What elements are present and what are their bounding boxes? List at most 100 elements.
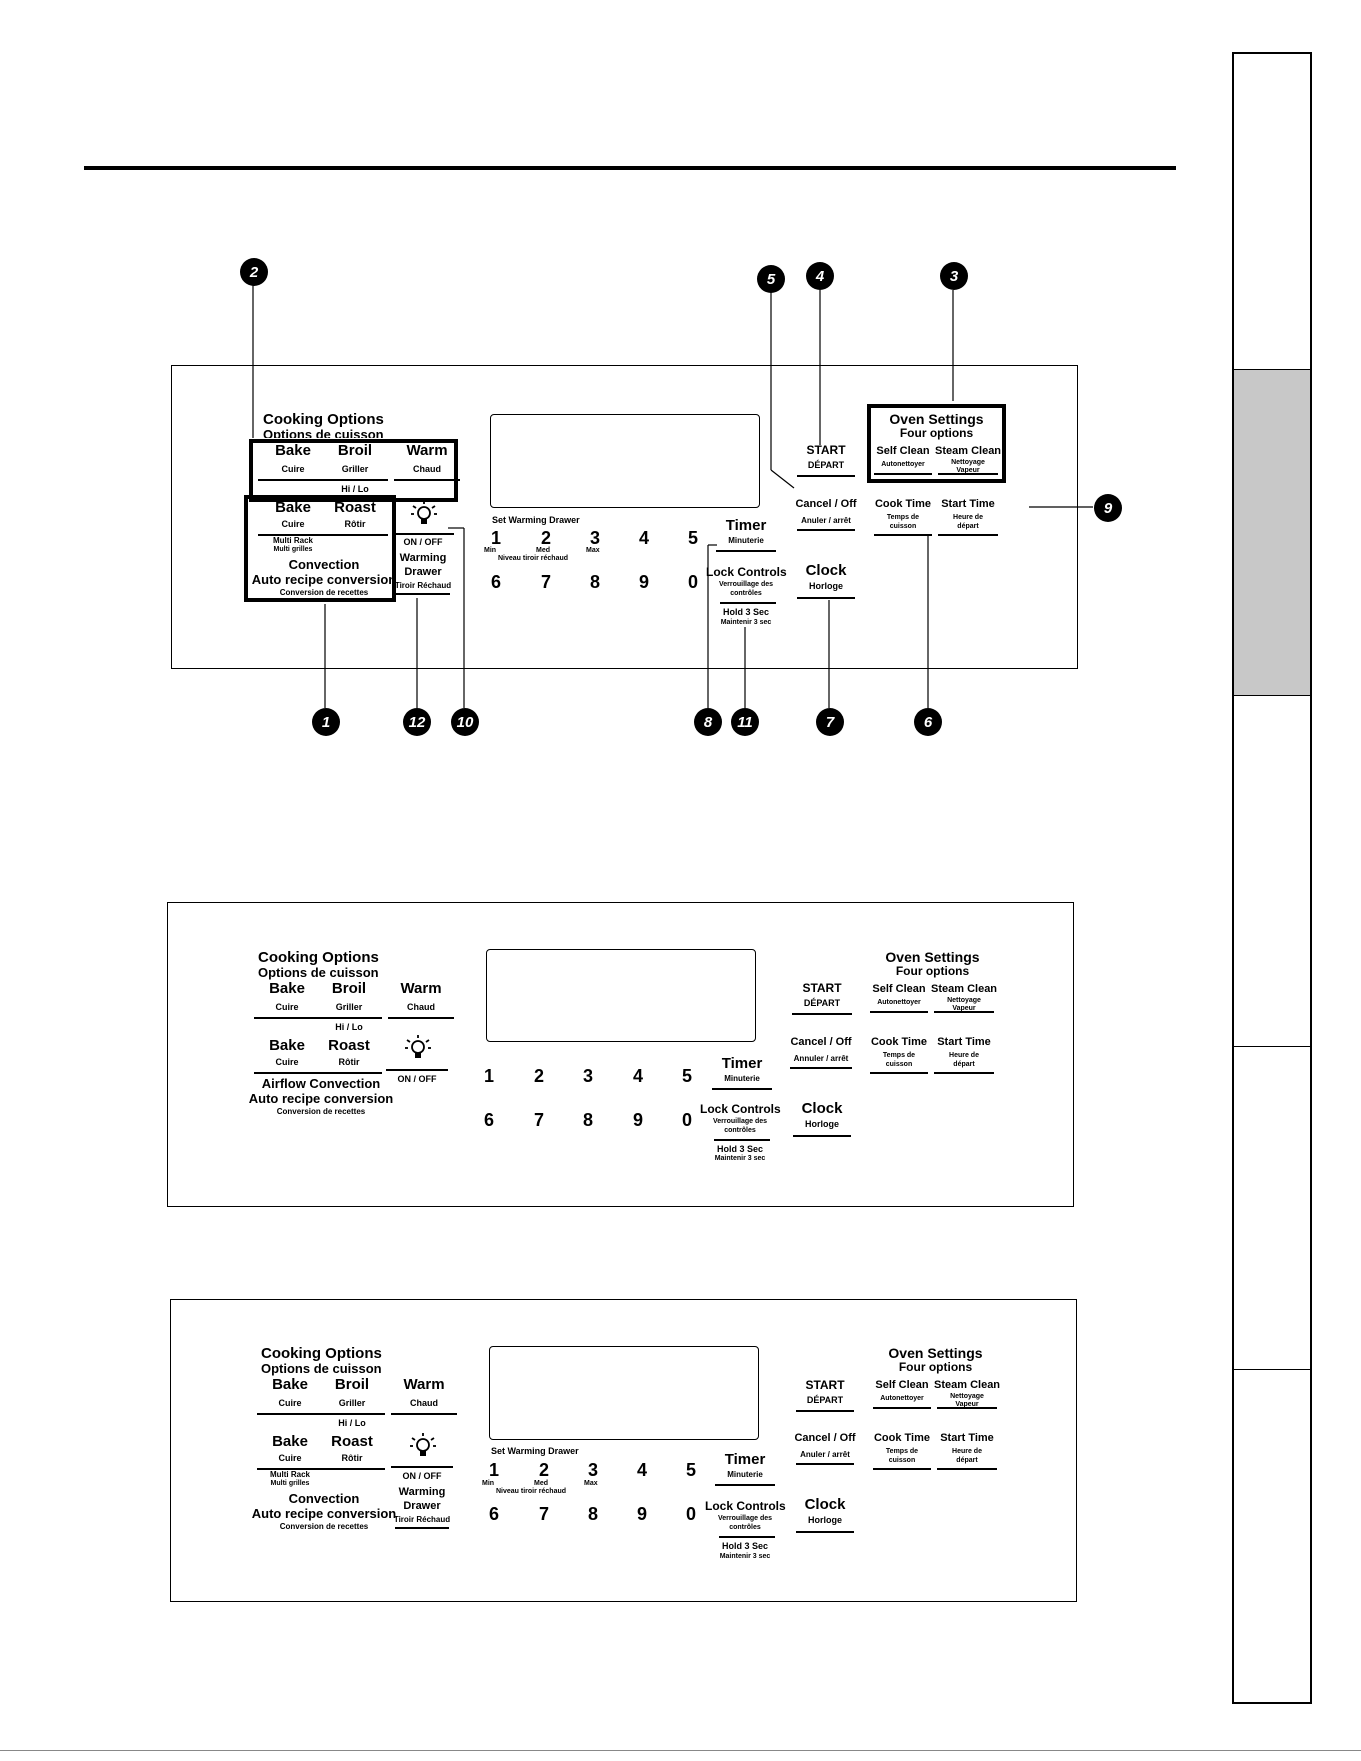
warm-button-label[interactable]: Warm xyxy=(406,442,448,459)
self-clean-button[interactable] xyxy=(873,1407,931,1409)
conv-bake-button[interactable] xyxy=(257,1468,323,1470)
lock-controls-label[interactable]: Lock Controls xyxy=(706,565,787,579)
conv-bake-button-label[interactable]: Bake xyxy=(269,1037,305,1054)
cook-time-label[interactable]: Cook Time xyxy=(870,1036,928,1048)
lock-controls-button[interactable] xyxy=(720,602,776,604)
broil-button[interactable] xyxy=(320,479,388,481)
cancel-off-button[interactable] xyxy=(790,1067,852,1069)
cancel-off-label[interactable]: Cancel / Off xyxy=(795,498,857,510)
auto-recipe-label[interactable]: Auto recipe conversion xyxy=(251,1506,397,1521)
start-button[interactable] xyxy=(797,475,855,477)
keypad-1[interactable]: 1 xyxy=(483,1066,494,1086)
lock-controls-button[interactable] xyxy=(714,1139,770,1141)
bake-button-label[interactable]: Bake xyxy=(272,1376,308,1393)
warming-drawer-line2[interactable]: Drawer xyxy=(404,566,442,578)
cook-time-button[interactable] xyxy=(874,534,932,536)
broil-button-label[interactable]: Broil xyxy=(337,442,373,459)
section-tab-4[interactable] xyxy=(1234,1047,1310,1370)
cancel-off-label[interactable]: Cancel / Off xyxy=(794,1432,856,1444)
keypad-4[interactable]: 4 xyxy=(638,528,649,548)
steam-clean-button[interactable] xyxy=(938,473,998,475)
keypad-8[interactable]: 8 xyxy=(589,572,600,592)
keypad-7[interactable]: 7 xyxy=(538,1504,549,1524)
section-tab-2-active[interactable] xyxy=(1234,370,1310,696)
keypad-3[interactable]: 3 xyxy=(589,528,600,548)
keypad-7[interactable]: 7 xyxy=(540,572,551,592)
keypad-7[interactable]: 7 xyxy=(533,1110,544,1130)
start-time-label[interactable]: Start Time xyxy=(941,498,995,510)
self-clean-label[interactable]: Self Clean xyxy=(876,445,930,457)
warming-drawer-button[interactable] xyxy=(395,1527,449,1529)
steam-clean-button[interactable] xyxy=(934,1011,994,1013)
bake-button-label[interactable]: Bake xyxy=(275,442,311,459)
keypad-2[interactable]: 2 xyxy=(540,528,551,548)
keypad-1[interactable]: 1 xyxy=(490,528,501,548)
cook-time-label[interactable]: Cook Time xyxy=(873,1432,931,1444)
warm-button[interactable] xyxy=(391,1413,457,1415)
keypad-9[interactable]: 9 xyxy=(638,572,649,592)
cook-time-button[interactable] xyxy=(873,1468,931,1470)
timer-button-label[interactable]: Timer xyxy=(724,1451,766,1468)
keypad-8[interactable]: 8 xyxy=(587,1504,598,1524)
keypad-2[interactable]: 2 xyxy=(538,1460,549,1480)
section-tab-5[interactable] xyxy=(1234,1370,1310,1702)
conv-bake-button[interactable] xyxy=(254,1072,320,1074)
auto-recipe-label[interactable]: Auto recipe conversion xyxy=(248,1091,394,1106)
conv-roast-button-label[interactable]: Roast xyxy=(334,499,376,516)
light-button[interactable] xyxy=(386,1069,448,1071)
keypad-5[interactable]: 5 xyxy=(681,1066,692,1086)
keypad-5[interactable]: 5 xyxy=(687,528,698,548)
start-button-label[interactable]: START xyxy=(806,443,846,457)
conv-roast-button[interactable] xyxy=(316,1072,382,1074)
keypad-9[interactable]: 9 xyxy=(632,1110,643,1130)
broil-button-label[interactable]: Broil xyxy=(334,1376,370,1393)
warm-button-label[interactable]: Warm xyxy=(403,1376,445,1393)
start-time-label[interactable]: Start Time xyxy=(940,1432,994,1444)
section-tab-3[interactable] xyxy=(1234,696,1310,1047)
conv-bake-button-label[interactable]: Bake xyxy=(272,1433,308,1450)
keypad-4[interactable]: 4 xyxy=(636,1460,647,1480)
bake-button-label[interactable]: Bake xyxy=(269,980,305,997)
conv-roast-button[interactable] xyxy=(319,1468,385,1470)
cancel-off-button[interactable] xyxy=(796,1463,854,1465)
cook-time-label[interactable]: Cook Time xyxy=(874,498,932,510)
warming-drawer-line1[interactable]: Warming xyxy=(399,552,447,564)
broil-button[interactable] xyxy=(316,1017,382,1019)
keypad-6[interactable]: 6 xyxy=(483,1110,494,1130)
start-button-label[interactable]: START xyxy=(802,981,842,995)
steam-clean-label[interactable]: Steam Clean xyxy=(931,983,998,995)
lock-controls-label[interactable]: Lock Controls xyxy=(705,1499,786,1513)
broil-button[interactable] xyxy=(319,1413,385,1415)
steam-clean-button[interactable] xyxy=(937,1407,997,1409)
start-time-button[interactable] xyxy=(938,534,998,536)
keypad-6[interactable]: 6 xyxy=(490,572,501,592)
self-clean-button[interactable] xyxy=(870,1011,928,1013)
bake-button[interactable] xyxy=(258,479,326,481)
start-time-button[interactable] xyxy=(934,1072,994,1074)
warm-button[interactable] xyxy=(394,479,460,481)
warming-drawer-button[interactable] xyxy=(396,593,450,595)
steam-clean-label[interactable]: Steam Clean xyxy=(935,445,1002,457)
warming-drawer-line1[interactable]: Warming xyxy=(398,1486,446,1498)
clock-button-label[interactable]: Clock xyxy=(801,1100,843,1117)
timer-button[interactable] xyxy=(716,550,776,552)
lock-controls-label[interactable]: Lock Controls xyxy=(700,1102,781,1116)
light-button[interactable] xyxy=(392,533,454,535)
keypad-0[interactable]: 0 xyxy=(685,1504,696,1524)
keypad-1[interactable]: 1 xyxy=(488,1460,499,1480)
broil-button-label[interactable]: Broil xyxy=(331,980,367,997)
clock-button[interactable] xyxy=(796,1531,854,1533)
conv-roast-button[interactable] xyxy=(320,534,388,536)
warm-button-label[interactable]: Warm xyxy=(400,980,442,997)
keypad-8[interactable]: 8 xyxy=(582,1110,593,1130)
keypad-6[interactable]: 6 xyxy=(488,1504,499,1524)
bake-button[interactable] xyxy=(254,1017,320,1019)
bake-button[interactable] xyxy=(257,1413,323,1415)
keypad-0[interactable]: 0 xyxy=(681,1110,692,1130)
cancel-off-button[interactable] xyxy=(797,529,855,531)
self-clean-label[interactable]: Self Clean xyxy=(872,983,926,995)
warm-button[interactable] xyxy=(388,1017,454,1019)
keypad-3[interactable]: 3 xyxy=(582,1066,593,1086)
clock-button-label[interactable]: Clock xyxy=(805,562,847,579)
self-clean-button[interactable] xyxy=(874,473,932,475)
